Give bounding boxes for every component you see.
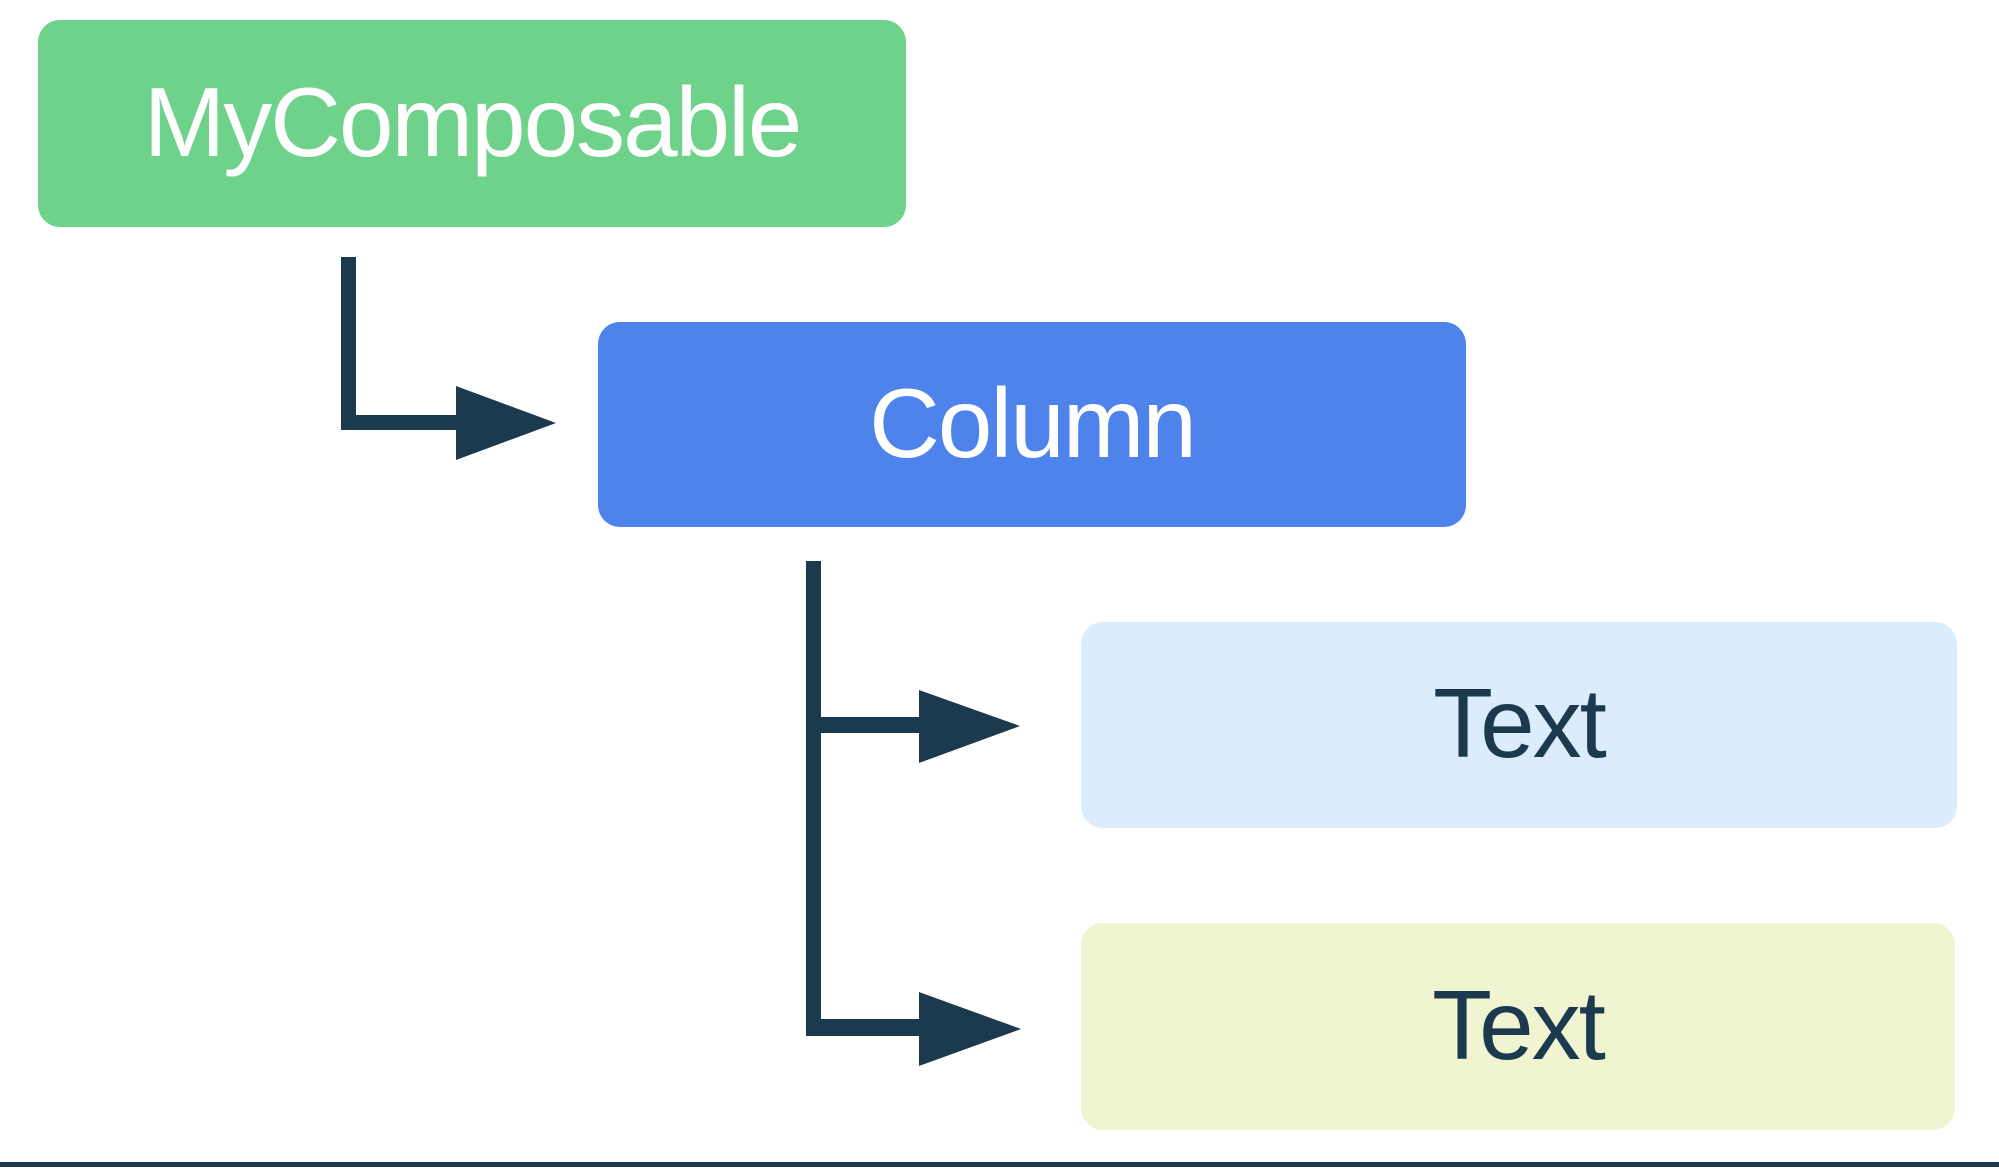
node-text-first-label: Text (1433, 668, 1607, 778)
node-mycomposable-label: MyComposable (143, 66, 803, 177)
node-text-second: Text (1081, 923, 1955, 1130)
edge-root-to-column-vertical-segment (341, 257, 356, 430)
edge-root-to-column-horizontal-segment (341, 415, 459, 430)
edge-column-to-children-vertical-segment (806, 561, 821, 1036)
node-mycomposable: MyComposable (38, 20, 906, 227)
arrowhead-icon (919, 690, 1020, 763)
arrowhead-icon (456, 386, 556, 460)
node-text-first: Text (1081, 622, 1957, 828)
node-column-label: Column (869, 367, 1197, 478)
node-text-second-label: Text (1432, 969, 1606, 1080)
node-column: Column (598, 322, 1466, 527)
edge-column-to-text2-horizontal-segment (806, 1019, 921, 1036)
edge-column-to-text1-horizontal-segment (806, 717, 921, 733)
arrowhead-icon (919, 992, 1021, 1066)
bottom-rule (0, 1162, 1999, 1167)
